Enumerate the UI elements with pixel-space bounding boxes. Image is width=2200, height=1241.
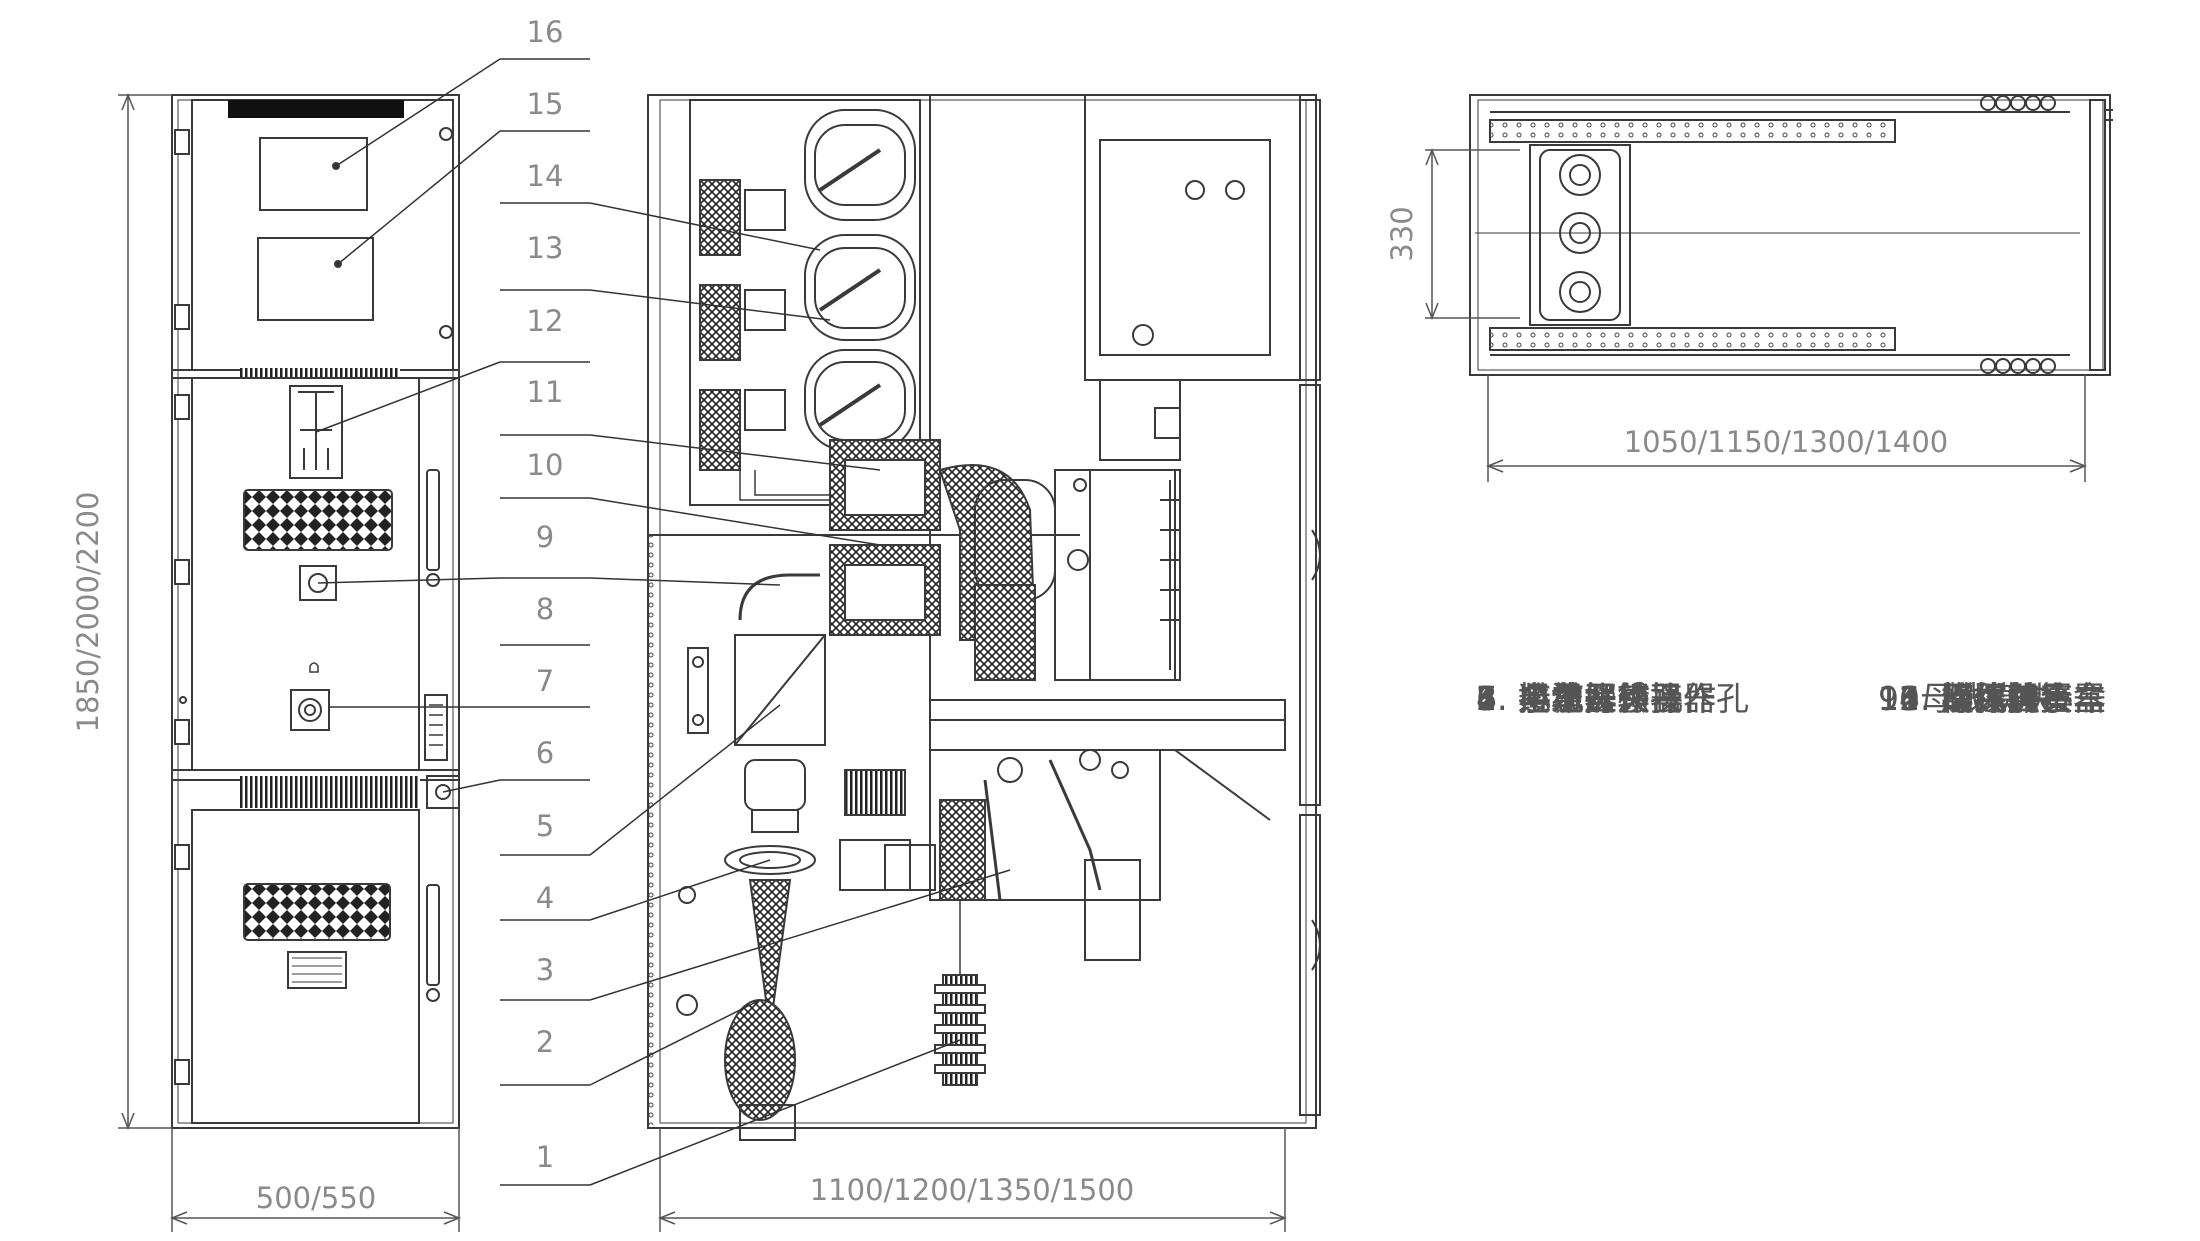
legend-item-4: 4. 电缆头转接器 (1476, 679, 1716, 718)
callout-3: 3 (536, 953, 554, 987)
legend-item-11: 11. 断路器小车 (1878, 679, 2106, 718)
side-depth-dimension: 1100/1200/1350/1500 (810, 1173, 1135, 1207)
callout-7: 7 (536, 664, 554, 698)
top-view (1469, 94, 2113, 376)
callout-12: 12 (527, 304, 564, 338)
front-view (171, 94, 460, 1129)
top-dimensions (1425, 147, 2088, 482)
callout-11: 11 (527, 375, 564, 409)
callout-5: 5 (536, 809, 554, 843)
callout-2: 2 (536, 1025, 554, 1059)
side-dimensions (657, 1128, 1288, 1232)
legend-item-10: 10. 连体触头盒 (1878, 679, 2106, 718)
legend-item-6: 6. 接地开关操作孔 (1476, 679, 1749, 718)
front-height-dimension: 1850/2000/2200 (71, 492, 105, 733)
legend-item-7: 7. 小车操作孔 (1476, 679, 1683, 718)
side-section-view (647, 94, 1321, 1141)
mimic-panel (289, 385, 343, 479)
callout-13: 13 (527, 231, 564, 265)
top-cabinet-outline (1469, 94, 2111, 376)
legend-item-1: 1. 避雷器 (1476, 679, 1617, 718)
top-depth-dimension: 1050/1150/1300/1400 (1624, 425, 1949, 459)
callout-1: 1 (536, 1140, 554, 1174)
legend-item-2: 2. 电缆头 (1476, 679, 1617, 718)
legend-item-3: 3. 接地开关 (1476, 679, 1650, 718)
legend-item-9: 9. 母线模块 (1878, 679, 2052, 718)
callout-numbers: 16 15 14 13 12 11 10 9 8 7 6 5 4 3 2 1 (527, 15, 564, 1174)
callout-14: 14 (527, 159, 564, 193)
legend-item-5: 5. 电流互感器 (1476, 679, 1683, 718)
legend-item-16: 16. 综保 (1878, 679, 2007, 718)
callout-lines (315, 58, 1011, 1186)
front-width-dimension: 500/550 (256, 1181, 376, 1215)
callout-15: 15 (527, 87, 564, 121)
legend-item-15: 15. 操控装置 (1878, 679, 2073, 718)
legend-item-13: 13. 母线转接器 (1878, 679, 2106, 718)
front-dimensions (118, 92, 462, 1232)
vent-strip (228, 100, 404, 118)
legend-item-8: 8. 紧急解锁 (1476, 679, 1650, 718)
callout-6: 6 (536, 736, 554, 770)
legend: 1. 避雷器 2. 电缆头 3. 接地开关 4. 电缆头转接器 5. 电流互感器… (1476, 672, 2176, 1142)
protection-relay-screen (259, 137, 368, 211)
legend-item-14: 14. 母线护套 (1878, 679, 2073, 718)
callout-8: 8 (536, 592, 554, 626)
callout-4: 4 (536, 881, 554, 915)
callout-16: 16 (527, 15, 564, 49)
control-panel-screen (257, 237, 374, 321)
callout-9: 9 (536, 520, 554, 554)
legend-item-12: 12. 模拟牌 (1878, 679, 2040, 718)
callout-10: 10 (527, 448, 564, 482)
top-width-dimension: 330 (1385, 206, 1419, 261)
front-cabinet-outline (171, 94, 460, 1129)
